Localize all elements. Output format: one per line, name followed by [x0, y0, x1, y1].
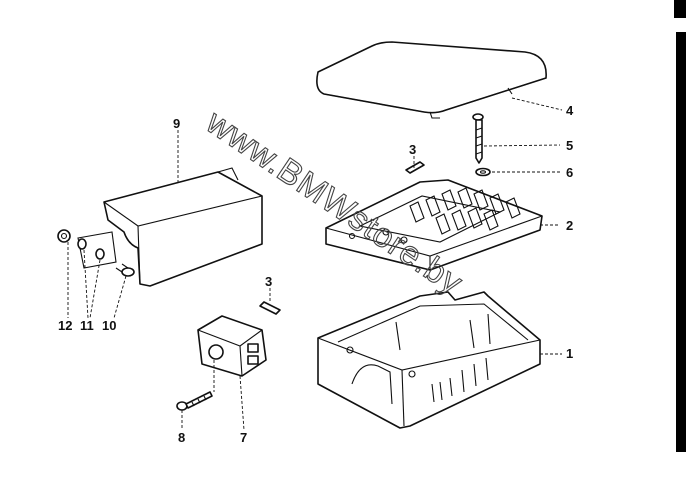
callout-12: 12: [58, 318, 72, 333]
part-1-housing: [317, 291, 541, 429]
callout-6: 6: [566, 165, 573, 180]
callout-9: 9: [173, 116, 180, 131]
edge-bar-right: [676, 32, 686, 452]
part-3-fuse-lower: [259, 301, 281, 315]
part-7-connector: [197, 315, 267, 377]
callout-11: 11: [80, 318, 94, 333]
callout-2: 2: [566, 218, 573, 233]
part-2-fuse-holder: [325, 179, 543, 271]
part-3-fuse-upper: [405, 161, 425, 174]
part-9-bracket-cover: [77, 167, 263, 287]
callout-8: 8: [178, 430, 185, 445]
part-10-screw: [115, 263, 135, 277]
callout-3-lower: 3: [265, 274, 272, 289]
part-11-washers: [77, 238, 105, 260]
callout-5: 5: [566, 138, 573, 153]
part-5-screw: [472, 113, 484, 164]
part-8-screw: [176, 391, 213, 411]
part-6-washer: [475, 167, 491, 177]
part-4-lid: [316, 41, 547, 119]
callout-3-upper: 3: [409, 142, 416, 157]
callout-1: 1: [566, 346, 573, 361]
leader-lines: [67, 97, 563, 431]
part-12-nut: [57, 229, 71, 243]
callout-10: 10: [102, 318, 116, 333]
callout-4: 4: [566, 103, 574, 118]
edge-bar-top: [674, 0, 686, 18]
callout-7: 7: [240, 430, 247, 445]
